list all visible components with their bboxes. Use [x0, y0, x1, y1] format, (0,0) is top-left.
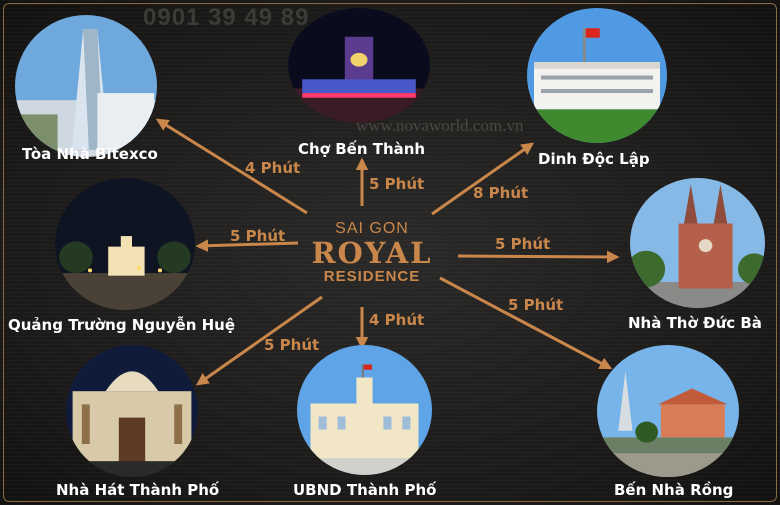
arrow-to-nha-hat [195, 295, 323, 386]
photo-ben-nha-rong [597, 345, 739, 477]
label-ben-nha-rong: Bến Nhà Rồng [614, 481, 734, 499]
label-ubnd: UBND Thành Phố [293, 481, 437, 499]
photo-quang-truong [55, 178, 195, 310]
border-frame [3, 3, 777, 502]
photo-dinh-doc-lap [527, 8, 667, 143]
arrow-to-nha-tho [457, 250, 620, 264]
label-nha-tho: Nhà Thờ Đức Bà [628, 314, 762, 332]
label-bitexco: Tòa Nhà Bitexco [22, 145, 158, 163]
photo-nha-hat [66, 345, 198, 477]
photo-ubnd [297, 345, 432, 475]
time-quang-truong: 5 Phút [230, 227, 286, 245]
label-dinh-doc-lap: Dinh Độc Lập [538, 150, 650, 168]
center-logo: SAI GON ROYAL RESIDENCE [310, 220, 434, 285]
time-cho-ben-thanh: 5 Phút [369, 175, 425, 193]
time-ben-nha-rong: 5 Phút [508, 296, 564, 314]
arrow-to-bitexco [155, 118, 308, 215]
label-quang-truong: Quảng Trường Nguyễn Huệ [8, 316, 236, 334]
brand-line-1: SAI GON [335, 220, 409, 237]
photo-bitexco [15, 15, 157, 157]
time-dinh-doc-lap: 8 Phút [473, 184, 529, 202]
label-cho-ben-thanh: Chợ Bến Thành [298, 140, 426, 158]
photo-nha-tho-duc-ba [630, 178, 765, 308]
time-ubnd: 4 Phút [369, 311, 425, 329]
arrow-to-dinh-doc-lap [431, 142, 535, 216]
arrow-to-quang-truong [195, 239, 299, 252]
photo-cho-ben-thanh [288, 8, 430, 123]
phone-number: 0901 39 49 89 [143, 4, 310, 31]
brand-line-3: RESIDENCE [323, 268, 421, 285]
label-nha-hat: Nhà Hát Thành Phố [56, 481, 220, 499]
website-watermark: www.novaworld.com.vn [356, 116, 524, 135]
brand-line-2: ROYAL [311, 236, 433, 270]
time-nha-hat: 5 Phút [264, 336, 320, 354]
time-bitexco: 4 Phút [245, 159, 301, 177]
time-nha-tho: 5 Phút [495, 235, 551, 253]
arrow-to-ben-nha-rong [439, 276, 613, 370]
